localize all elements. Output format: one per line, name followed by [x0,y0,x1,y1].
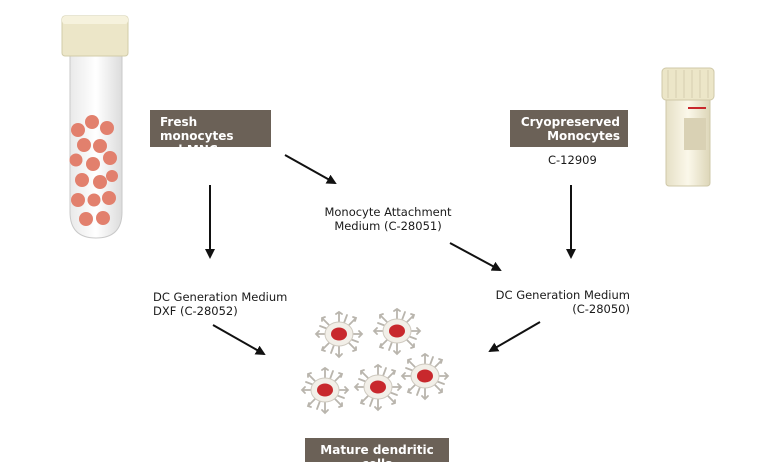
attachment-medium-line2: Medium (C-28051) [334,219,442,233]
dendritic-cells-group [301,308,449,414]
arrow-fresh-to-attachment [284,154,337,184]
fresh-monocytes-line2: or hMNC [160,143,218,157]
attachment-medium-line1: Monocyte Attachment [324,205,452,219]
fresh-monocytes-box: Fresh monocytes or hMNC [150,110,271,157]
test-tube-icon [61,15,129,239]
cryo-product-code: C-12909 [548,153,597,167]
dendritic-cell-icon [373,308,421,355]
cryopreserved-line1: Cryopreserved [520,115,620,129]
mature-dendritic-cells-box: Mature dendritic cells [305,438,449,471]
dc-generation-left-line2: DXF (C-28052) [153,304,238,318]
cryopreserved-box: Cryopreserved Monocytes [510,110,628,147]
arrow-dc-left-to-cells [212,324,266,355]
mature-dendritic-cells-label: Mature dendritic cells [320,443,434,471]
dc-generation-right-line1: DC Generation Medium [495,288,630,302]
dc-generation-right-line2: (C-28050) [572,302,630,316]
fresh-monocytes-line1: Fresh monocytes [160,115,234,143]
dc-generation-left-label: DC Generation Medium DXF (C-28052) [153,290,287,318]
cryovial-icon [661,67,715,187]
dendritic-cell-icon [354,364,402,411]
dendritic-cell-icon [315,311,363,358]
cryopreserved-line2: Monocytes [547,129,620,143]
dc-generation-left-line1: DC Generation Medium [153,290,288,304]
arrow-dc-right-to-cells [488,321,541,353]
attachment-medium-label: Monocyte Attachment Medium (C-28051) [318,205,458,233]
arrow-attachment-to-dc-right [449,242,502,271]
dc-generation-right-label: DC Generation Medium (C-28050) [478,288,630,316]
dendritic-cell-icon [301,367,349,414]
dendritic-cell-icon [401,353,449,400]
